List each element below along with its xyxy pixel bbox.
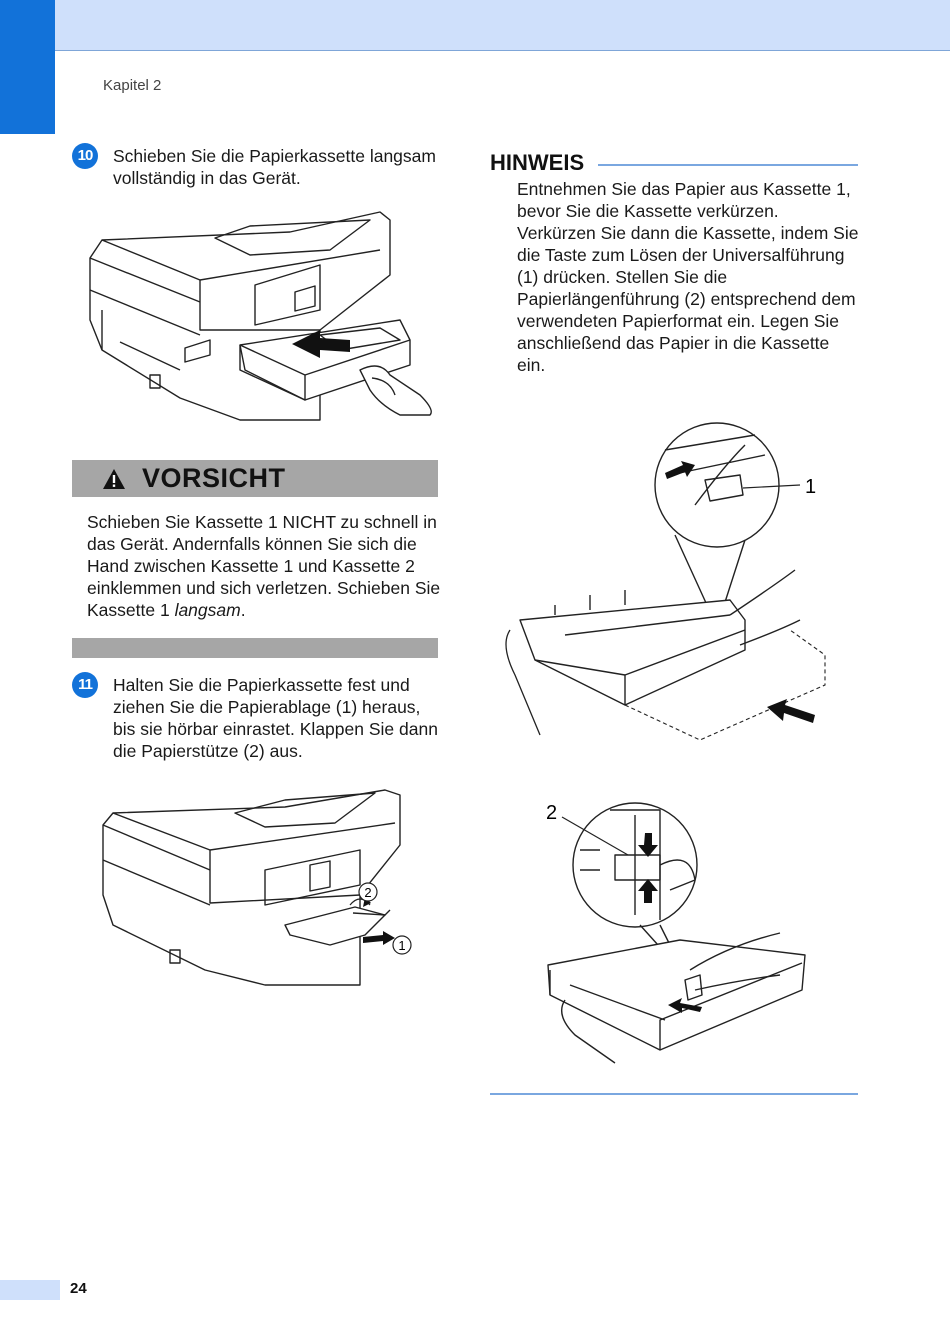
caution-text-end: . <box>240 600 246 620</box>
tray-length-guide-illustration: 2 <box>546 802 806 1064</box>
callout-1: 1 <box>398 938 405 953</box>
page-number-bar <box>0 1280 60 1300</box>
tray-callout-2: 2 <box>546 802 557 824</box>
header-band <box>0 0 950 51</box>
step-text-10: Schieben Sie die Papierkassette langsam … <box>113 146 436 188</box>
tray-release-illustration: 1 <box>505 422 826 741</box>
caution-text-main: Schieben Sie Kassette 1 NICHT zu schnell… <box>87 512 441 620</box>
step-text-11: Halten Sie die Papierkassette fest und z… <box>113 675 438 761</box>
caution-title: VORSICHT <box>142 463 286 493</box>
note-divider <box>598 164 858 166</box>
step-number-11: 11 <box>72 672 98 698</box>
caution-footer-bar <box>72 638 438 658</box>
printer-insert-tray-illustration <box>89 211 432 421</box>
step-number-10: 10 <box>72 143 98 169</box>
note-title: HINWEIS <box>490 150 585 175</box>
chapter-label: Kapitel 2 <box>103 77 162 94</box>
caution-text: Schieben Sie Kassette 1 NICHT zu schnell… <box>87 511 442 621</box>
page-number: 24 <box>70 1280 87 1297</box>
pull-arrow-icon <box>363 931 395 945</box>
note-text: Entnehmen Sie das Papier aus Kassette 1,… <box>517 179 859 375</box>
note-end-divider <box>490 1093 858 1095</box>
caution-header: VORSICHT <box>72 460 438 497</box>
push-arrow-icon <box>292 330 350 358</box>
tray-callout-1: 1 <box>805 476 816 498</box>
printer-output-tray-illustration: 2 1 <box>102 789 412 986</box>
chapter-tab <box>0 0 55 134</box>
warning-triangle-icon <box>103 469 125 489</box>
caution-text-emphasis: langsam <box>174 600 241 620</box>
callout-2: 2 <box>364 885 371 900</box>
